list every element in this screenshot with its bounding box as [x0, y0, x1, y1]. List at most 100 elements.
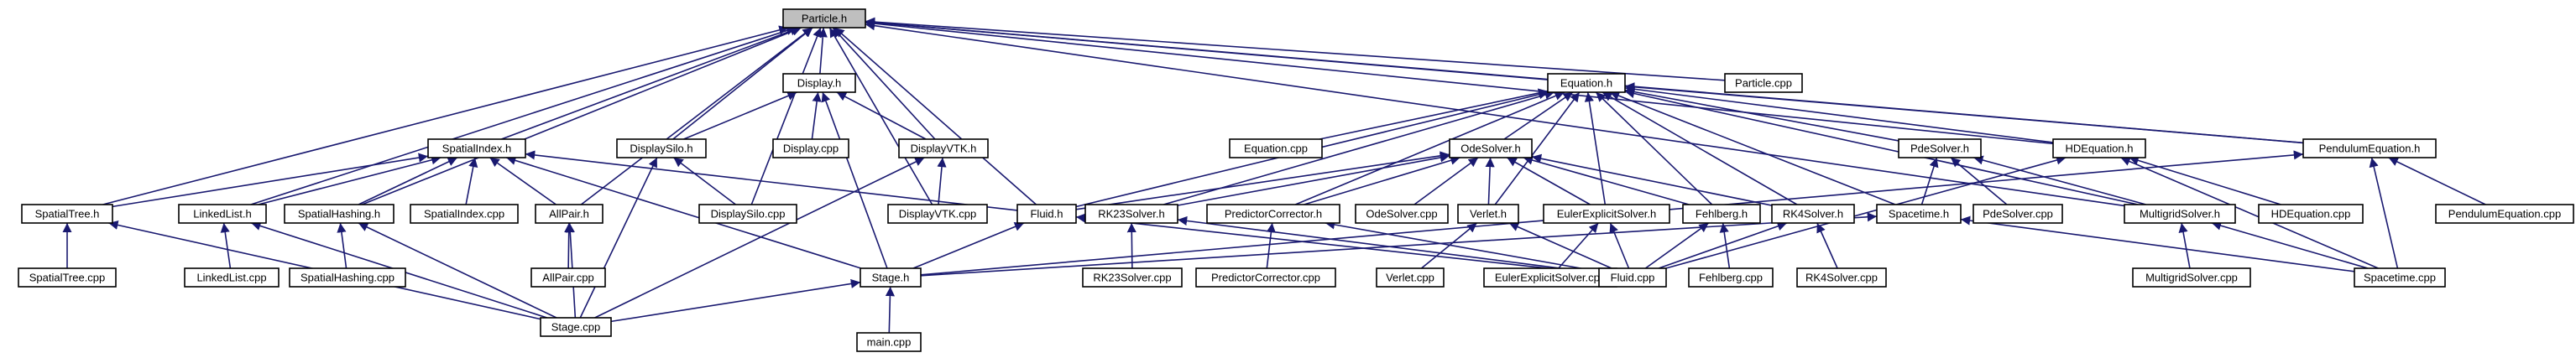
node-rk4solver-h[interactable]: RK4Solver.h: [1771, 204, 1855, 224]
node-box[interactable]: [1376, 267, 1445, 288]
node-displaysilo-cpp[interactable]: DisplaySilo.cpp: [698, 204, 797, 224]
node-box[interactable]: [1195, 267, 1336, 288]
node-box[interactable]: [1016, 204, 1077, 224]
node-spacetime-cpp[interactable]: Spacetime.cpp: [2354, 267, 2446, 288]
node-box[interactable]: [1355, 204, 1449, 224]
node-spatialhashing-cpp[interactable]: SpatialHashing.cpp: [289, 267, 406, 288]
node-box[interactable]: [2132, 267, 2251, 288]
node-spatialtree-cpp[interactable]: SpatialTree.cpp: [18, 267, 117, 288]
node-box[interactable]: [887, 204, 988, 224]
node-box[interactable]: [1547, 73, 1626, 93]
node-box[interactable]: [1972, 204, 2063, 224]
node-box[interactable]: [1457, 204, 1519, 224]
node-box[interactable]: [772, 138, 849, 158]
node-hdequation-cpp[interactable]: HDEquation.cpp: [2258, 204, 2364, 224]
node-displayvtk-h[interactable]: DisplayVTK.h: [898, 138, 989, 158]
node-eulerexplicitsolver-cpp[interactable]: EulerExplicitSolver.cpp: [1483, 267, 1617, 288]
node-verlet-h[interactable]: Verlet.h: [1457, 204, 1519, 224]
node-pendulumequation-h[interactable]: PendulumEquation.h: [2302, 138, 2437, 158]
node-verlet-cpp[interactable]: Verlet.cpp: [1376, 267, 1445, 288]
node-box[interactable]: [284, 204, 394, 224]
node-spatialhashing-h[interactable]: SpatialHashing.h: [284, 204, 394, 224]
node-box[interactable]: [1771, 204, 1855, 224]
node-pendulumequation-cpp[interactable]: PendulumEquation.cpp: [2435, 204, 2574, 224]
node-box[interactable]: [1796, 267, 1887, 288]
node-box[interactable]: [178, 204, 267, 224]
node-box[interactable]: [1876, 204, 1962, 224]
node-fehlberg-cpp[interactable]: Fehlberg.cpp: [1688, 267, 1774, 288]
node-fluid-cpp[interactable]: Fluid.cpp: [1598, 267, 1667, 288]
node-particle-h[interactable]: Particle.h: [782, 8, 866, 29]
node-hdequation-h[interactable]: HDEquation.h: [2052, 138, 2146, 158]
node-display-cpp[interactable]: Display.cpp: [772, 138, 849, 158]
node-rk23solver-cpp[interactable]: RK23Solver.cpp: [1082, 267, 1183, 288]
node-box[interactable]: [616, 138, 707, 158]
node-box[interactable]: [782, 8, 866, 29]
node-display-h[interactable]: Display.h: [782, 73, 856, 93]
node-box[interactable]: [898, 138, 989, 158]
node-displaysilo-h[interactable]: DisplaySilo.h: [616, 138, 707, 158]
edge-arrow: [2369, 157, 2399, 269]
node-fluid-h[interactable]: Fluid.h: [1016, 204, 1077, 224]
node-particle-cpp[interactable]: Particle.cpp: [1724, 73, 1803, 93]
node-box[interactable]: [410, 204, 519, 224]
node-spatialtree-h[interactable]: SpatialTree.h: [21, 204, 113, 224]
node-allpair-cpp[interactable]: AllPair.cpp: [530, 267, 606, 288]
node-fehlberg-h[interactable]: Fehlberg.h: [1682, 204, 1761, 224]
node-allpair-h[interactable]: AllPair.h: [535, 204, 604, 224]
node-box[interactable]: [2052, 138, 2146, 158]
node-box[interactable]: [1449, 138, 1533, 158]
node-box[interactable]: [2302, 138, 2437, 158]
node-linkedlist-cpp[interactable]: LinkedList.cpp: [184, 267, 280, 288]
node-linkedlist-h[interactable]: LinkedList.h: [178, 204, 267, 224]
node-box[interactable]: [18, 267, 117, 288]
node-rk23solver-h[interactable]: RK23Solver.h: [1084, 204, 1178, 224]
node-equation-cpp[interactable]: Equation.cpp: [1229, 138, 1323, 158]
node-spacetime-h[interactable]: Spacetime.h: [1876, 204, 1962, 224]
node-box[interactable]: [860, 267, 922, 288]
node-box[interactable]: [1543, 204, 1670, 224]
edge-arrow: [1609, 222, 1630, 269]
edge-arrow: [1816, 222, 1838, 269]
node-main-cpp[interactable]: main.cpp: [856, 332, 922, 352]
node-box[interactable]: [184, 267, 280, 288]
node-box[interactable]: [427, 138, 526, 158]
node-box[interactable]: [21, 204, 113, 224]
node-box[interactable]: [1724, 73, 1803, 93]
node-spatialindex-h[interactable]: SpatialIndex.h: [427, 138, 526, 158]
node-box[interactable]: [535, 204, 604, 224]
node-box[interactable]: [1082, 267, 1183, 288]
node-box[interactable]: [2435, 204, 2574, 224]
node-predictorcorrector-h[interactable]: PredictorCorrector.h: [1206, 204, 1340, 224]
node-spatialindex-cpp[interactable]: SpatialIndex.cpp: [410, 204, 519, 224]
node-box[interactable]: [530, 267, 606, 288]
node-multigridsolver-h[interactable]: MultigridSolver.h: [2124, 204, 2236, 224]
node-pdesolver-cpp[interactable]: PdeSolver.cpp: [1972, 204, 2063, 224]
node-eulerexplicitsolver-h[interactable]: EulerExplicitSolver.h: [1543, 204, 1670, 224]
node-box[interactable]: [698, 204, 797, 224]
node-displayvtk-cpp[interactable]: DisplayVTK.cpp: [887, 204, 988, 224]
node-box[interactable]: [1898, 138, 1982, 158]
node-box[interactable]: [2124, 204, 2236, 224]
node-stage-h[interactable]: Stage.h: [860, 267, 922, 288]
node-box[interactable]: [1206, 204, 1340, 224]
node-box[interactable]: [2354, 267, 2446, 288]
node-box[interactable]: [1229, 138, 1323, 158]
node-box[interactable]: [1084, 204, 1178, 224]
node-box[interactable]: [1682, 204, 1761, 224]
node-box[interactable]: [540, 317, 612, 337]
node-odesolver-cpp[interactable]: OdeSolver.cpp: [1355, 204, 1449, 224]
node-predictorcorrector-cpp[interactable]: PredictorCorrector.cpp: [1195, 267, 1336, 288]
node-rk4solver-cpp[interactable]: RK4Solver.cpp: [1796, 267, 1887, 288]
node-pdesolver-h[interactable]: PdeSolver.h: [1898, 138, 1982, 158]
node-box[interactable]: [856, 332, 922, 352]
node-box[interactable]: [2258, 204, 2364, 224]
node-box[interactable]: [1598, 267, 1667, 288]
node-stage-cpp[interactable]: Stage.cpp: [540, 317, 612, 337]
node-odesolver-h[interactable]: OdeSolver.h: [1449, 138, 1533, 158]
node-equation-h[interactable]: Equation.h: [1547, 73, 1626, 93]
node-multigridsolver-cpp[interactable]: MultigridSolver.cpp: [2132, 267, 2251, 288]
node-box[interactable]: [1688, 267, 1774, 288]
node-box[interactable]: [289, 267, 406, 288]
node-box[interactable]: [782, 73, 856, 93]
